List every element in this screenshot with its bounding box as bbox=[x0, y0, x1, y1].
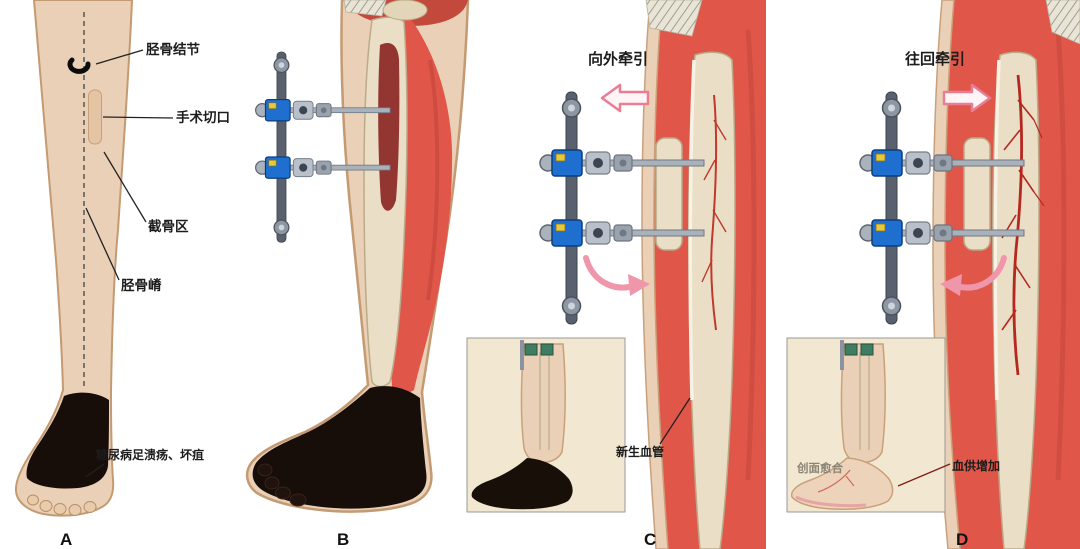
label-diabetic-foot: 糖尿病足溃疡、坏疽 bbox=[96, 447, 204, 462]
panel-a-letter: A bbox=[60, 530, 72, 549]
annotation-line bbox=[102, 116, 174, 119]
muscle-shade bbox=[745, 29, 757, 481]
traction-arrow-right bbox=[942, 83, 992, 113]
label-tibial-crest: 胫骨嵴 bbox=[121, 277, 162, 293]
traction-arrow-left bbox=[600, 83, 650, 113]
annotation-line bbox=[897, 463, 951, 487]
leg-outline bbox=[14, 0, 134, 517]
bone-edge-highlight bbox=[688, 59, 696, 401]
knee-bone-cut bbox=[382, 0, 428, 21]
inset-foot-sole-line bbox=[795, 495, 867, 508]
inset-mini-fixator bbox=[840, 340, 874, 370]
annotation-line bbox=[95, 49, 144, 65]
label-osteotomy-area: 截骨区 bbox=[148, 218, 189, 234]
inset-foot-vessels bbox=[817, 469, 855, 493]
skin-strip bbox=[641, 0, 669, 549]
label-new-vessels: 新生血管 bbox=[616, 444, 664, 459]
tendon-hatch bbox=[1045, 0, 1080, 45]
annotation-line bbox=[103, 151, 147, 223]
gangrene-foot bbox=[26, 392, 109, 489]
panel-c-inset bbox=[466, 337, 626, 513]
rotation-arrow bbox=[953, 255, 1007, 291]
panel-d-cross-section bbox=[932, 0, 1080, 549]
rotation-arrow-head bbox=[628, 274, 650, 296]
label-tibial-tubercle: 胫骨结节 bbox=[146, 41, 200, 57]
inset-bone-lines bbox=[539, 352, 550, 450]
muscle-shade bbox=[1055, 29, 1067, 481]
panel-d: 往回牵引 创面愈合 血供增加 D bbox=[786, 0, 1080, 549]
annotation-line bbox=[85, 207, 120, 281]
panel-a-annotations: 胫骨结节 手术切口 截骨区 胫骨嵴 糖尿病足溃疡、坏疽 bbox=[85, 41, 230, 478]
inset-bone-lines bbox=[859, 352, 870, 450]
inset-leg bbox=[840, 343, 886, 464]
tendon-hatch bbox=[645, 0, 703, 37]
new-vessels bbox=[701, 94, 727, 331]
panel-d-letter: D bbox=[956, 530, 968, 549]
rotation-arrow bbox=[583, 255, 637, 291]
bone-marrow bbox=[378, 42, 400, 211]
panel-a: 胫骨结节 手术切口 截骨区 胫骨嵴 糖尿病足溃疡、坏疽 A bbox=[14, 0, 230, 549]
tibial-tubercle-marker bbox=[67, 57, 91, 74]
rotation-arrow-head bbox=[940, 274, 962, 296]
panel-c: 向外牵引 新生血管 C bbox=[466, 0, 766, 549]
panel-b: B bbox=[245, 0, 470, 549]
bone-edge-highlight bbox=[993, 59, 1001, 401]
inset-healed-foot bbox=[790, 457, 894, 510]
panel-c-title: 向外牵引 bbox=[588, 50, 648, 68]
toes bbox=[27, 494, 97, 516]
incision-marker bbox=[88, 89, 102, 145]
panel-b-letter: B bbox=[337, 530, 349, 549]
label-blood-supply-increase: 血供增加 bbox=[952, 458, 1000, 473]
annotation-line bbox=[85, 463, 105, 478]
label-wound-healing: 创面愈合 bbox=[796, 461, 843, 475]
panel-a-leg-illustration bbox=[14, 0, 134, 517]
inset-leg bbox=[520, 343, 566, 464]
panel-d-title: 往回牵引 bbox=[905, 50, 965, 68]
increased-vessels bbox=[1001, 74, 1045, 376]
panel-c-letter: C bbox=[644, 530, 656, 549]
gangrene-foot bbox=[252, 386, 427, 509]
panel-d-inset: 创面愈合 bbox=[786, 337, 946, 513]
panel-b-leg-illustration bbox=[245, 0, 470, 513]
calf-muscle-shade bbox=[426, 59, 440, 301]
inset-mini-fixator bbox=[520, 340, 554, 370]
inset-gangrene-foot bbox=[471, 458, 573, 510]
label-surgical-incision: 手术切口 bbox=[176, 109, 230, 125]
panel-c-cross-section bbox=[641, 0, 766, 549]
annotation-line bbox=[659, 397, 691, 445]
knee-tendon-hatch bbox=[343, 0, 387, 17]
toes bbox=[257, 463, 307, 507]
